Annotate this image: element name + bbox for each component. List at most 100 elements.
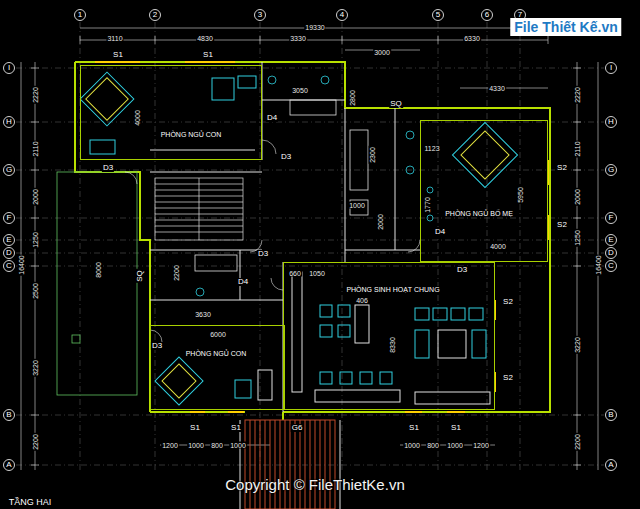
axis-id: D — [608, 249, 614, 257]
furniture-part — [472, 330, 486, 358]
axis-id: E — [6, 236, 11, 244]
dimension-text: 4330 — [488, 85, 506, 92]
furniture-part — [415, 308, 429, 320]
floor-title: TẦNG HAI — [8, 498, 53, 507]
dimension-text: 3330 — [289, 35, 307, 42]
dimension-text: 1000 — [229, 442, 247, 449]
furniture-part — [340, 372, 352, 384]
balcony — [57, 172, 137, 395]
bathroom-fixtures-part — [195, 255, 237, 271]
furniture-part — [315, 390, 400, 402]
dimension-text: 1770 — [424, 196, 431, 214]
bathroom-fixtures-part — [196, 288, 204, 296]
room-name: PHÒNG NGỦ CON — [160, 131, 223, 138]
axis-bubble: I — [605, 62, 617, 74]
axis-id: B — [6, 411, 11, 419]
furniture-part — [162, 364, 196, 398]
walls-part — [75, 62, 550, 420]
dimension-text: 8000 — [95, 261, 102, 279]
bathroom-fixtures-part — [427, 187, 433, 193]
bathroom-fixtures-part — [427, 215, 433, 221]
door-swings — [125, 140, 420, 342]
axis-id: G — [6, 166, 12, 174]
opening-tag: D3 — [102, 164, 114, 172]
exterior-stair-part — [245, 420, 335, 509]
furniture-part — [320, 325, 332, 337]
dimension-lines-part — [31, 36, 581, 465]
exterior-stair-part — [250, 420, 330, 509]
dimension-text: 2200 — [574, 433, 581, 451]
opening-tag: S2 — [556, 164, 568, 172]
opening-tag: SQ — [136, 269, 144, 283]
furniture-part — [235, 380, 251, 398]
bathroom-fixtures-part — [406, 131, 414, 139]
furniture-part — [433, 308, 447, 320]
dimension-text: 2200 — [32, 433, 39, 451]
axis-grid-part — [80, 22, 520, 470]
axis-bubble: D — [3, 247, 15, 259]
axis-id: D — [6, 249, 12, 257]
opening-tag: S2 — [502, 374, 514, 382]
axis-id: H — [6, 118, 12, 126]
furniture-part — [355, 305, 369, 343]
dimension-text: 2110 — [574, 140, 581, 157]
dimension-text: 3050 — [291, 87, 309, 94]
furniture-part — [155, 357, 203, 405]
axis-bubble: 2 — [149, 9, 161, 21]
inner-walls — [150, 62, 420, 412]
opening-tag: S1 — [202, 51, 214, 59]
dimension-text: 2500 — [32, 282, 39, 300]
axis-id: H — [608, 118, 614, 126]
axis-id: A — [6, 461, 11, 469]
logo-text: File Thiết Kế.vn — [510, 18, 621, 36]
furniture-part — [292, 272, 302, 392]
opening-tag: S1 — [112, 51, 124, 59]
axis-id: 3 — [258, 11, 262, 19]
dimension-text: 660 — [288, 270, 302, 277]
furniture-part — [90, 140, 115, 154]
furniture-part — [451, 308, 465, 320]
axis-bubble: F — [605, 212, 617, 224]
dimension-text: 8330 — [389, 336, 396, 354]
furniture-part — [320, 372, 332, 384]
axis-id: B — [608, 411, 613, 419]
dimension-text: 2220 — [32, 86, 39, 104]
opening-tag: S1 — [408, 424, 420, 432]
bathroom-fixtures-part — [321, 76, 329, 84]
axis-bubble: G — [3, 164, 15, 176]
dimension-text: 2300 — [369, 146, 376, 164]
door-swings-part — [125, 140, 420, 342]
axis-id: 1 — [78, 11, 82, 19]
balcony-part — [57, 172, 137, 395]
opening-tag: S2 — [502, 298, 514, 306]
interior-stair-part — [155, 178, 243, 240]
furniture-part — [320, 305, 332, 317]
axis-id: F — [609, 214, 614, 222]
dimension-text: 1050 — [308, 270, 326, 277]
axis-bubble: 5 — [432, 9, 444, 21]
dimension-text: 3630 — [194, 311, 212, 318]
interior-stair-part — [155, 178, 243, 240]
dimension-text: 1000 — [446, 442, 464, 449]
dimension-text: 2800 — [349, 89, 356, 107]
dimension-text: 800 — [210, 442, 224, 449]
bathroom-fixtures-part — [406, 166, 414, 174]
dimension-text: 3110 — [106, 35, 123, 42]
axis-bubble: 4 — [336, 9, 348, 21]
exterior-stair — [240, 420, 340, 509]
axis-bubble: H — [3, 116, 15, 128]
dimension-lines-part — [21, 28, 598, 470]
opening-tag: D4 — [434, 228, 446, 236]
axis-id: C — [608, 262, 614, 270]
axis-bubble: E — [3, 234, 15, 246]
opening-tag: D3 — [257, 250, 269, 258]
dimension-text: 2000 — [574, 188, 581, 206]
axis-bubble: A — [605, 459, 617, 471]
opening-tag: D3 — [456, 266, 468, 274]
axis-grid-part — [16, 68, 604, 465]
axis-bubble: B — [3, 409, 15, 421]
furniture-part — [438, 330, 466, 358]
dimension-text: 3220 — [32, 359, 39, 377]
